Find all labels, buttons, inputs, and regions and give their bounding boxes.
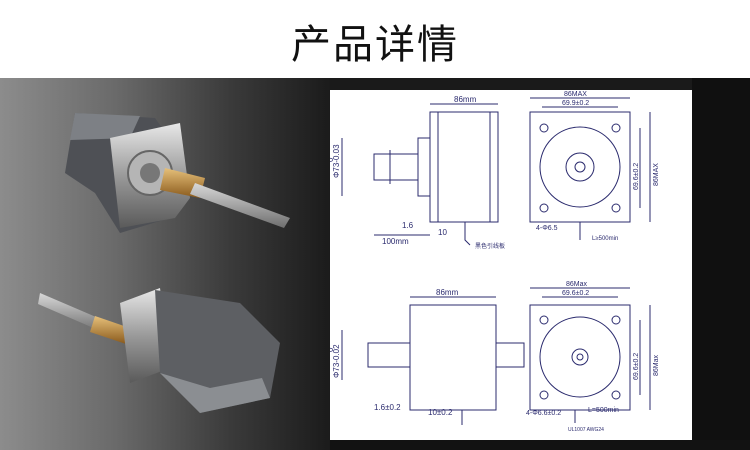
dim-width-top: 86mm [454,95,477,104]
brass-nut-bottom [90,316,130,344]
lead-screw-bottom [38,293,110,333]
motor-photo-bottom [38,288,280,413]
dim-diameter-top: Φ73-0.03 [332,144,341,178]
dim-max-bottom: 86Max [566,281,588,288]
dark-strip-bottom [330,440,750,450]
dim-right-max-bottom: 86Max [653,354,660,376]
hole-label-top: 4-Φ6.5 [536,225,558,232]
dim-diameter-bottom: Φ73-0.02 [332,344,341,378]
dim-max-top: 86MAX [564,91,587,98]
dim-inner-bottom: 69.6±0.2 [562,290,589,297]
dim-10-bottom: 10±0.2 [428,408,453,417]
dim-right-max-top: 86MAX [653,163,660,186]
dim-right-inner-bottom: 69.6±0.2 [633,353,640,380]
top-side-view [341,103,499,246]
motor-photos [38,113,290,413]
dim-width-bottom: 86mm [436,288,459,297]
page-title: 产品详情 [291,22,459,68]
dim-16-top: 1.6 [402,221,414,230]
dim-right-inner-top: 69.6±0.2 [633,163,640,190]
dim-16-bottom: 1.6±0.2 [374,403,401,412]
motor-photo-top [65,113,290,233]
dim-length-top: 100mm [382,237,409,246]
lead-screw-top [190,183,290,228]
dim-10-top: 10 [438,228,447,237]
dim-zero-bottom: 0 [330,347,335,352]
lead-label-bottom: L=500min [588,407,619,414]
dim-zero-top: 0 [330,157,335,162]
cable-note-bottom: UL1007 AWG24 [568,427,604,433]
dimension-drawing: 86mm Φ73-0.03 0 1.6 10 100mm 黑色引线板 86MAX… [326,91,660,433]
header: 产品详情 [0,0,750,78]
motor-photo-panel [0,78,330,450]
lead-note-top: 黑色引线板 [475,242,505,250]
dimension-drawing-panel: 86mm Φ73-0.03 0 1.6 10 100mm 黑色引线板 86MAX… [326,90,692,440]
bottom-side-view [341,296,525,425]
top-front-view [529,97,651,240]
bottom-front-view [529,287,651,423]
hole-label-bottom: 4-Φ6.6±0.2 [526,410,561,417]
dark-fill [692,78,750,450]
dark-strip [330,78,750,90]
dim-inner-top: 69.9±0.2 [562,100,589,107]
lead-label-top: L≥500min [592,236,618,242]
